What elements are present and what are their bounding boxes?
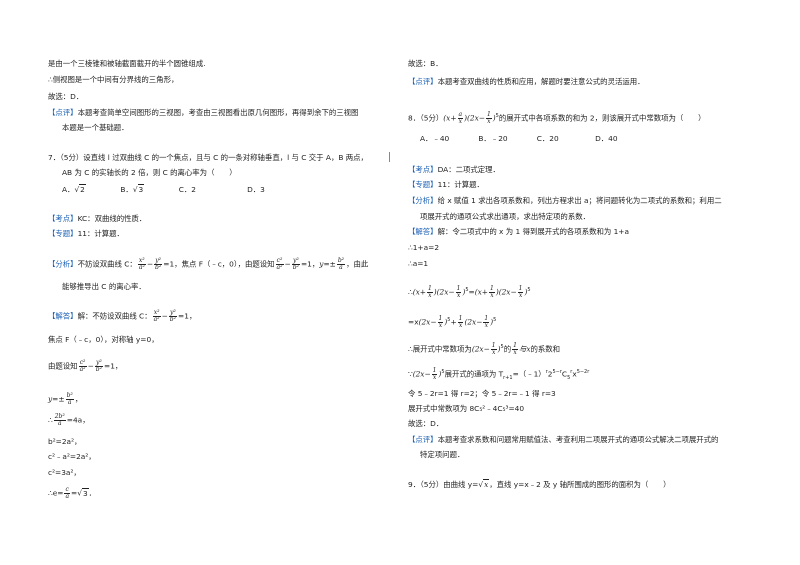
question-9: 9．（5分）由曲线 y=√x，直线 y=x﹣2 及 y 轴所围成的图形的面积为（…: [408, 479, 671, 489]
review-text: 本题考查双曲线的性质和应用，解题时要注意公式的灵活运用．: [437, 77, 645, 86]
review-line: 【点评】本题考查双曲线的性质和应用，解题时要注意公式的灵活运用．: [408, 77, 645, 87]
kaodian-tag: 【考点】: [408, 165, 438, 174]
paragraph: 是由一个三棱锥和被轴截面截开的半个圆锥组成.: [48, 59, 206, 68]
review-text-cont: 本题是一个基础题．: [62, 123, 129, 132]
analysis-text: ，焦点 F（﹣c，0），由题设知: [174, 259, 275, 269]
question-7: 7．（5分）设直线 l 过双曲线 C 的一个焦点，且与 C 的一条对称轴垂直，l…: [48, 153, 368, 162]
step-line: 令 5﹣2r=1 得 r=2；令 5﹣2r=﹣1 得 r=3: [408, 389, 556, 398]
zhuanti-text: 11：计算题．: [437, 180, 484, 189]
review-tag: 【点评】: [48, 108, 78, 117]
step-text: =4a，: [66, 415, 90, 425]
option-d: D．40: [595, 134, 618, 143]
analysis-text: ，由此: [346, 259, 369, 269]
analysis-cont: 项展开式的通项公式求出通项，求出特定项的系数．: [420, 212, 590, 221]
option-c: C．20: [536, 134, 559, 143]
kaodian-text: DA：二项式定理．: [437, 165, 500, 174]
review-tag: 【点评】: [408, 435, 438, 444]
zhuanti-line: 【专题】11：计算题．: [408, 180, 484, 190]
step-line: 故选：D．: [408, 419, 444, 428]
review-text: 本题考查求系数和问题常用赋值法、考查利用二项展开式的通项公式解决二项展开式的: [437, 435, 719, 444]
answer-line: 【解答】解：令二项式中的 x 为 1 得到展开式的各项系数和为 1+a: [408, 227, 629, 237]
review-tag: 【点评】: [408, 77, 438, 86]
step-text: 由题设知: [48, 361, 78, 371]
question-number: 8．（5分）: [408, 113, 444, 123]
option-a: A．√2: [62, 184, 86, 194]
answer-text: 解：令二项式中的 x 为 1 得到展开式的各项系数和为 1+a: [437, 227, 630, 236]
step-line: ∴1+a=2: [408, 243, 440, 252]
zhuanti-text: 11：计算题．: [77, 229, 124, 238]
option-c: C．2: [178, 185, 196, 194]
question-text: 的展开式中各项系数的和为 2，则该展开式中常数项为（ ）: [498, 113, 706, 123]
paragraph: ∴侧视图是一个中间有分界线的三角形，: [48, 75, 179, 84]
kaodian-tag: 【考点】: [48, 214, 78, 223]
kaodian-text: KC：双曲线的性质．: [77, 214, 147, 223]
option-d: D．3: [247, 185, 265, 194]
answer-tag: 【解答】: [408, 227, 438, 236]
analysis-line: 【分析】给 x 赋值 1 求出各项系数和，列出方程求出 a；将问题转化为二项式的…: [408, 196, 722, 206]
review-line: 【点评】本题考查简单空间图形的三视图，考查由三视图看出原几何图形，再得到余下的三…: [48, 108, 358, 118]
paragraph: 故选：D．: [48, 92, 84, 101]
kaodian-line: 【考点】KC：双曲线的性质．: [48, 214, 146, 224]
kaodian-line: 【考点】DA：二项式定理．: [408, 165, 500, 175]
option-b: B．√3: [120, 184, 145, 194]
step-text: y=±: [48, 394, 65, 404]
option-b: B．﹣20: [478, 134, 508, 143]
review-line: 【点评】本题考查求系数和问题常用赋值法、考查利用二项展开式的通项公式解决二项展开…: [408, 435, 718, 445]
margin-bar: [389, 152, 390, 162]
step-line: b²=2a²，: [48, 437, 82, 446]
zhuanti-line: 【专题】11：计算题．: [48, 229, 124, 239]
question-7-cont: AB 为 C 的实轴长的 2 倍，则 C 的离心率为（ ）: [62, 168, 237, 177]
zhuanti-tag: 【专题】: [408, 180, 438, 189]
review-text: 本题考查简单空间图形的三视图，考查由三视图看出原几何图形，再得到余下的三视图: [77, 108, 359, 117]
review-text-cont: 特定项问题．: [420, 450, 465, 459]
step-line: c²=3a²，: [48, 468, 81, 477]
step-line: 展开式中常数项为 8C₅²﹣4C₅³=40: [408, 404, 525, 413]
analysis-tag: 【分析】: [408, 196, 438, 205]
analysis-cont: 能够推导出 C 的离心率．: [62, 282, 146, 291]
step-line: c²﹣a²=2a²，: [48, 452, 96, 461]
option-a: A．﹣40: [420, 134, 450, 143]
step-line: 焦点 F（﹣c，0），对称轴 y=0，: [48, 335, 159, 344]
analysis-text: 给 x 赋值 1 求出各项系数和，列出方程求出 a；将问题转化为二项式的系数和；…: [437, 196, 722, 205]
answer-tag: 【解答】: [48, 311, 78, 321]
zhuanti-tag: 【专题】: [48, 229, 78, 238]
question-8-options: A．﹣40 B．﹣20 C．20 D．40: [420, 134, 618, 144]
answer-text: 解：不妨设双曲线 C：: [77, 311, 152, 321]
paragraph: 故选：B．: [408, 59, 443, 68]
analysis-tag: 【分析】: [48, 259, 78, 269]
step-text: ∴e=: [48, 488, 64, 498]
step-line: ∴a=1: [408, 259, 429, 268]
question-7-options: A．√2 B．√3 C．2 D．3: [62, 184, 265, 195]
analysis-text: 不妨设双曲线 C：: [77, 259, 137, 269]
